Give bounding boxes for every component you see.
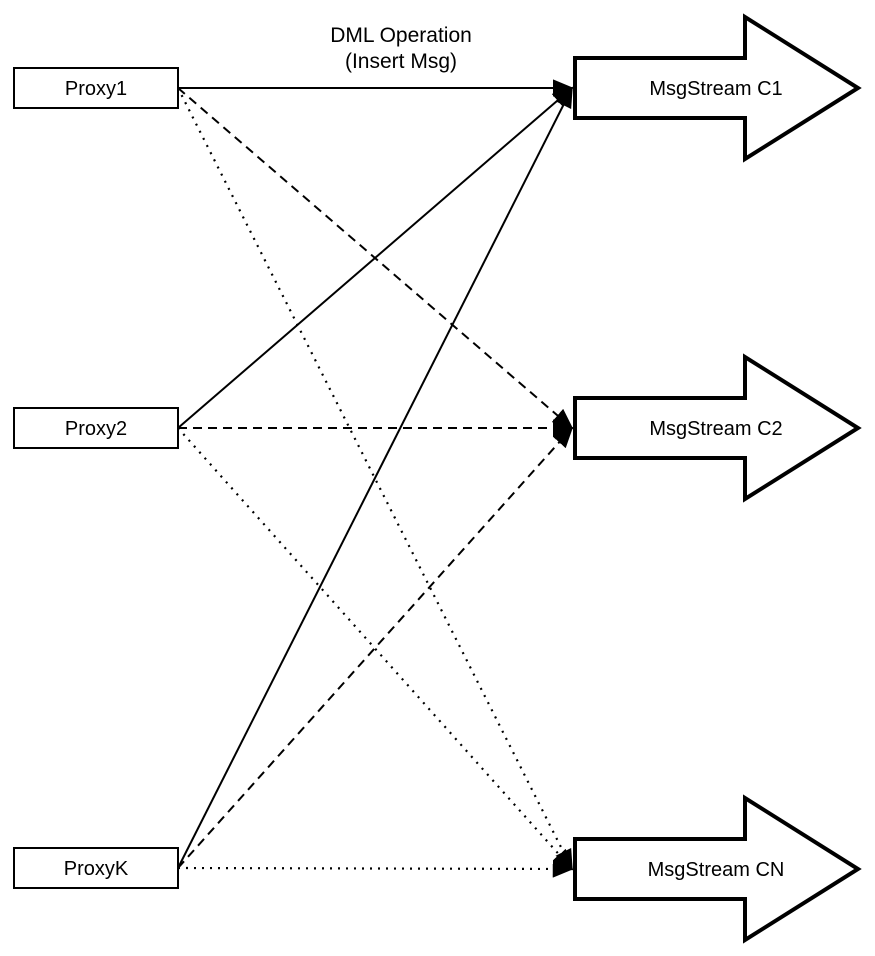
dml-operation-label-line1: DML Operation [330,24,472,47]
dml-operation-label-line2: (Insert Msg) [345,50,457,73]
proxy2-box [13,407,179,449]
proxy2-node: Proxy2 [13,407,179,449]
msgstream-cn-label: MsgStream CN [648,859,785,881]
proxyk-box [13,847,179,889]
msgstream-cn-arrow-shape [573,794,862,944]
proxy1-box [13,67,179,109]
msgstream-cn-node: MsgStream CN [573,794,862,944]
msgstream-c2-label: MsgStream C2 [649,418,782,440]
edge-proxyk-to-c1 [177,86,573,869]
proxy2-label: Proxy2 [65,418,127,440]
msgstream-c2-arrow-shape [573,353,862,503]
proxyk-node: ProxyK [13,847,179,889]
msgstream-c1-label: MsgStream C1 [649,78,782,100]
edge-group [177,79,574,878]
msgstream-c1-arrow-shape [573,13,862,163]
proxyk-label: ProxyK [64,858,129,880]
msgstream-c1-node: MsgStream C1 [573,13,862,163]
proxy1-label: Proxy1 [65,78,127,100]
edge-proxy1-to-cn [177,87,573,871]
edge-proxyk-to-c2 [177,426,574,869]
msgstream-c2-node: MsgStream C2 [573,353,862,503]
edge-proxyk-to-cn [177,860,574,878]
edge-proxy2-to-c1 [177,86,574,429]
proxy1-node: Proxy1 [13,67,179,109]
